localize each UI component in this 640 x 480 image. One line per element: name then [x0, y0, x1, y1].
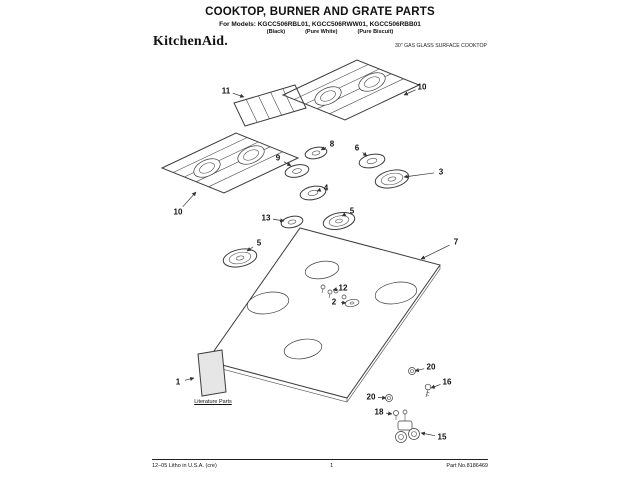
- part-number-8: 8: [330, 140, 335, 149]
- part-number-12: 12: [339, 284, 348, 293]
- callout-leader-18: [385, 411, 393, 416]
- orifice-18: [393, 410, 399, 416]
- part-number-1: 1: [176, 378, 181, 387]
- callout-leader-16: [430, 384, 441, 389]
- callout-leader-13: [272, 218, 285, 223]
- callout-leader-12: [332, 287, 338, 292]
- color-label-biscuit: (Pure Biscuit): [357, 29, 394, 35]
- product-description: 30" GAS GLASS SURFACE COOKTOP: [395, 43, 487, 49]
- callout-leader-7: [420, 244, 450, 260]
- color-label-black: (Black): [266, 29, 286, 35]
- brand-row: KitchenAid. 30" GAS GLASS SURFACE COOKTO…: [153, 34, 487, 50]
- callout-leader-5: [341, 212, 347, 217]
- center-grate-section: [233, 84, 307, 127]
- grommet-20a: [408, 367, 416, 375]
- callout-leader-10: [182, 191, 197, 208]
- part-number-20: 20: [367, 393, 376, 402]
- burner-assembly-15: [395, 409, 420, 443]
- part-number-10: 10: [418, 83, 427, 92]
- grate-top-right: [281, 59, 421, 121]
- callout-leader-4: [316, 187, 322, 192]
- part-number-18: 18: [375, 408, 384, 417]
- part-number-16: 16: [443, 378, 452, 387]
- part-number-6: 6: [355, 144, 360, 153]
- literature-parts-box: [197, 349, 227, 397]
- kitchenaid-logo: KitchenAid.: [153, 34, 228, 49]
- callout-leader-11: [232, 92, 245, 98]
- footer-litho-info: 12–05 Litho in U.S.A. (cre): [152, 463, 217, 469]
- page-footer: 12–05 Litho in U.S.A. (cre) 1 Part No.81…: [152, 459, 488, 469]
- grate-left: [160, 132, 300, 194]
- hardware-cluster: [385, 367, 432, 420]
- part-number-4: 4: [324, 184, 329, 193]
- page-title: COOKTOP, BURNER AND GRATE PARTS: [205, 6, 435, 18]
- callout-layer: 11 10 10 9 8 6 3 4 13 5 5 7 122 1 20 16 20 18 15: [174, 83, 459, 442]
- callout-leader-6: [362, 151, 368, 157]
- color-label-white: (Pure White): [305, 29, 338, 35]
- callout-leader-9: [283, 161, 292, 167]
- callout-leader-10: [403, 89, 416, 96]
- part-number-5: 5: [257, 239, 262, 248]
- part-number-15: 15: [438, 433, 447, 442]
- glass-cooktop-panel: [206, 227, 441, 403]
- models-line: For Models: KGCC506RBL01, KGCC506RWW01, …: [219, 21, 421, 28]
- part-number-2: 2: [332, 298, 337, 307]
- literature-parts-label: Literature Parts: [194, 399, 232, 405]
- part-number-3: 3: [439, 168, 444, 177]
- footer-page-number: 1: [330, 463, 334, 469]
- part-number-20: 20: [427, 363, 436, 372]
- grommet-20b: [385, 394, 393, 402]
- part-number-9: 9: [276, 154, 281, 163]
- part-number-11: 11: [222, 87, 231, 96]
- callout-leader-3: [403, 172, 435, 179]
- callout-leader-20: [414, 368, 425, 373]
- callout-leader-5: [246, 246, 254, 252]
- screws-item-12: [320, 284, 333, 299]
- callout-leader-15: [420, 431, 436, 437]
- part-number-5: 5: [350, 207, 355, 216]
- footer-part-number: Part No.8186469: [446, 463, 488, 469]
- callout-leader-8: [320, 146, 327, 151]
- part-number-7: 7: [454, 238, 459, 247]
- callout-leader-20: [377, 395, 387, 400]
- color-variants-row: (Black) (Pure White) (Pure Biscuit): [10, 29, 640, 35]
- part-number-13: 13: [262, 214, 271, 223]
- part-number-10: 10: [174, 208, 183, 217]
- screw-16: [424, 383, 432, 391]
- callout-leader-1: [184, 376, 195, 381]
